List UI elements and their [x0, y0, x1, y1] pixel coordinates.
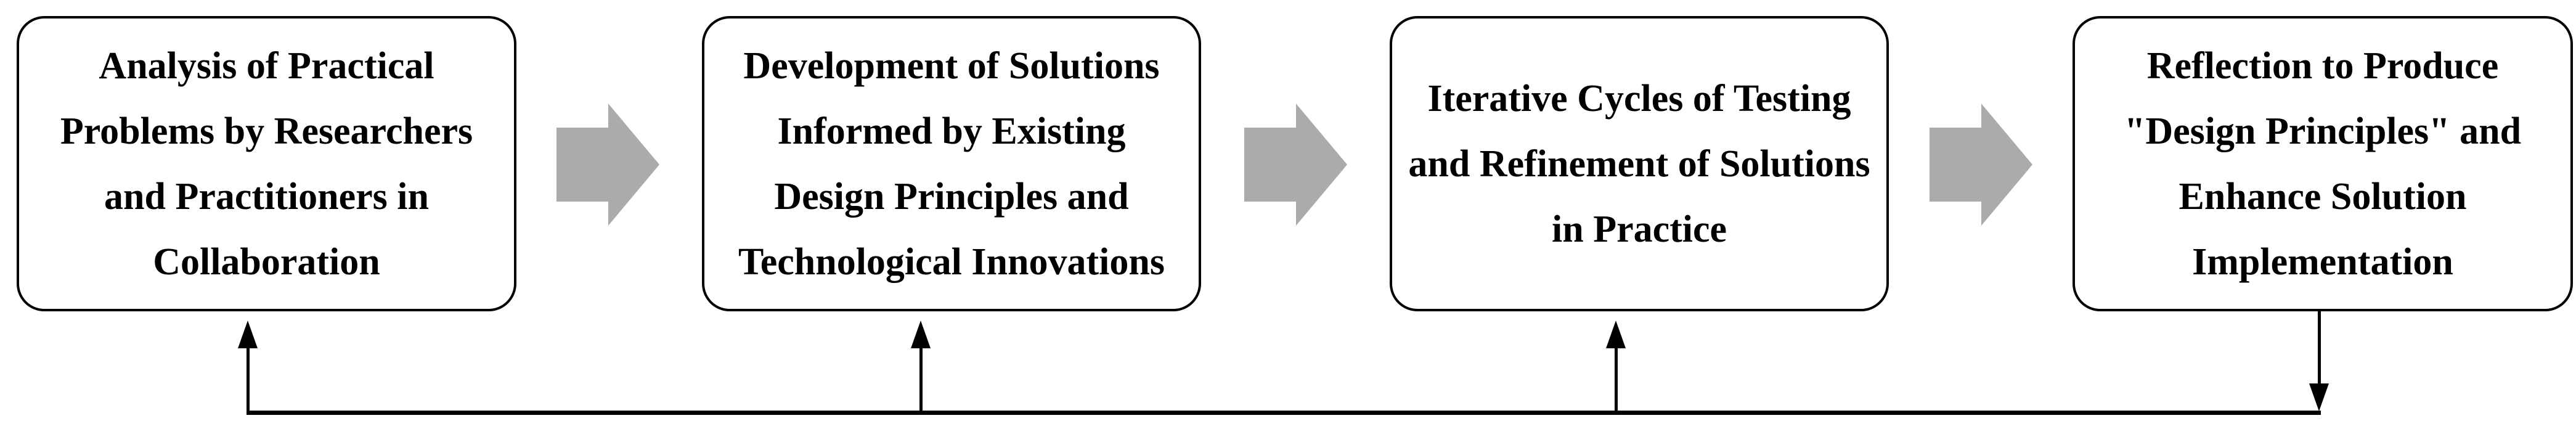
down-arrow-icon [2309, 383, 2329, 411]
right-block-arrow-icon [1930, 104, 2032, 226]
up-arrow-icon [911, 321, 931, 348]
stage-box-development: Development of Solutions Informed by Exi… [702, 16, 1201, 311]
stage-box-analysis: Analysis of Practical Problems by Resear… [17, 16, 516, 311]
stage-label-analysis: Analysis of Practical Problems by Resear… [60, 44, 473, 283]
up-arrow-icon [238, 321, 258, 348]
stage-label-development: Development of Solutions Informed by Exi… [738, 44, 1165, 283]
stage-label-reflection: Reflection to Produce "Design Principles… [2124, 44, 2522, 283]
right-block-arrow-icon [1244, 104, 1347, 226]
right-block-arrow-icon [556, 104, 659, 226]
stage-label-iteration: Iterative Cycles of Testing and Refineme… [1408, 77, 1870, 250]
feedback-arrow-up-shaft [919, 345, 923, 411]
feedback-arrow-up-shaft [247, 345, 250, 411]
up-arrow-icon [1606, 321, 1626, 348]
feedback-arrow-up-shaft [1615, 345, 1618, 411]
stage-box-iteration: Iterative Cycles of Testing and Refineme… [1390, 16, 1889, 311]
feedback-line [247, 411, 2321, 415]
stage-box-reflection: Reflection to Produce "Design Principles… [2073, 16, 2573, 311]
feedback-arrow-down-shaft [2318, 311, 2321, 387]
